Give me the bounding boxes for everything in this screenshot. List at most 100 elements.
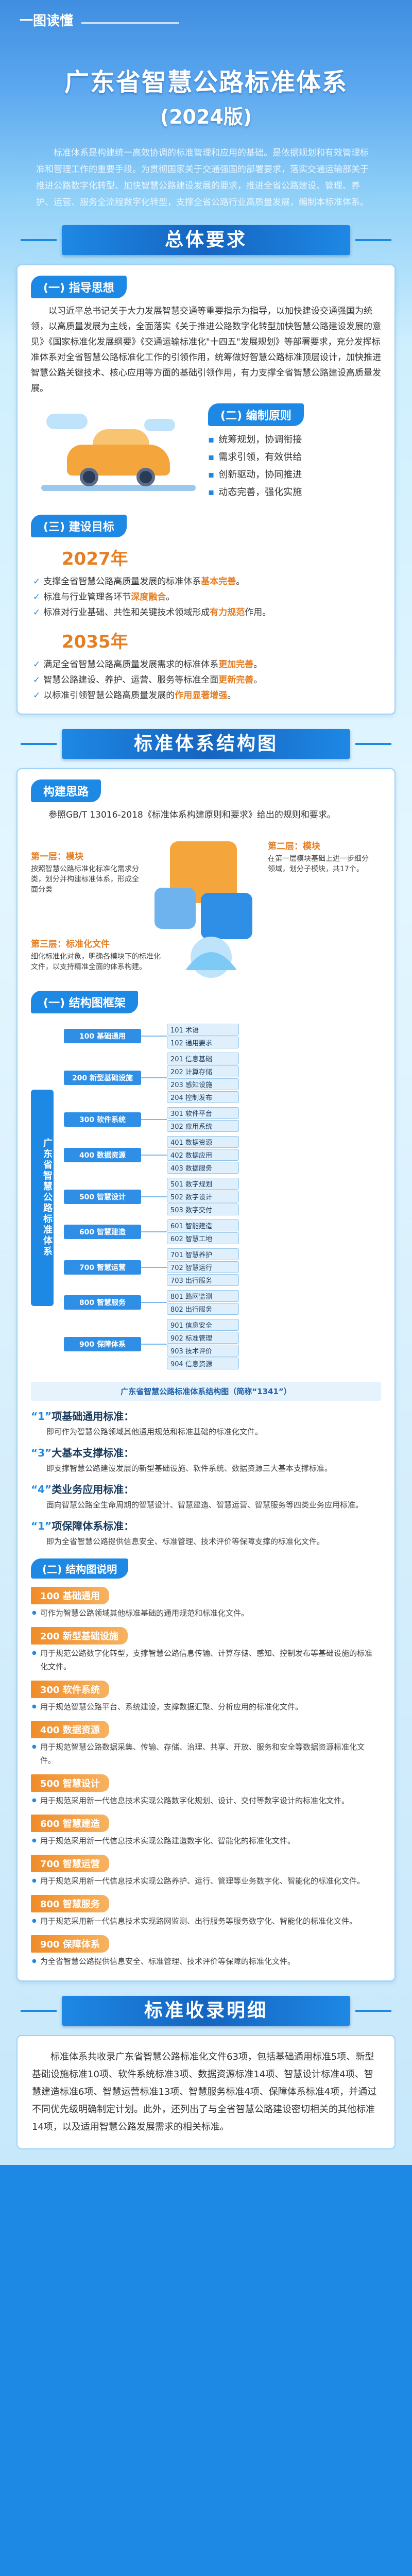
detail-block: 100 基础通用可作为智慧公路领域其他标准基础的通用规范和标准化文件。 [31, 1587, 381, 1622]
goal-year-2027: 2027年 [62, 549, 128, 569]
goal-year-2035: 2035年 [62, 632, 128, 652]
detail-desc: 用于规范智慧公路数据采集、传输、存储、治理、共享、开放、服务和安全等数据资源标准… [31, 1738, 381, 1769]
principle-item: 需求引领，有效供给 [208, 449, 381, 466]
goal-list-2035: 满足全省智慧公路高质量发展需求的标准体系更加完善。 智慧公路建设、养护、运营、服… [31, 657, 381, 703]
tree-leaf: 601 智能建造 [167, 1219, 239, 1231]
wheel-icon [80, 468, 98, 486]
principle-item: 统筹规划，协调衔接 [208, 431, 381, 449]
detail-title: 200 新型基础设施 [31, 1627, 128, 1645]
tree-leaf: 503 数字交付 [167, 1204, 239, 1215]
cloud-icon [144, 419, 175, 431]
tree-leaf: 301 软件平台 [167, 1107, 239, 1119]
detail-title: 600 智慧建造 [31, 1815, 109, 1832]
detail-title: 300 软件系统 [31, 1681, 109, 1698]
detail-title: 100 基础通用 [31, 1587, 109, 1604]
detail-title: 500 智慧设计 [31, 1774, 109, 1792]
tree-leaf: 401 数据资源 [167, 1136, 239, 1148]
tree-leaf: 902 标准管理 [167, 1332, 239, 1344]
framework-text: 参照GB/T 13016-2018《标准体系构建原则和要求》给出的规则和要求。 [48, 810, 336, 820]
tree-leaf: 402 数据应用 [167, 1149, 239, 1161]
tree-category: 300 软件系统 [64, 1112, 141, 1127]
principle-item: 创新驱动，协同推进 [208, 466, 381, 484]
tree-leaf: 203 感知设施 [167, 1078, 239, 1090]
tree-leaf: 901 信息安全 [167, 1319, 239, 1331]
detail-title: 800 智慧服务 [31, 1895, 109, 1912]
tag-label: 一图读懂 [20, 13, 74, 29]
detail-section: (二) 结构图说明 100 基础通用可作为智慧公路领域其他标准基础的通用规范和标… [31, 1558, 381, 1970]
tree-category: 100 基础通用 [64, 1029, 141, 1043]
tree-connector [141, 1036, 167, 1037]
detail-desc: 用于规范采用新一代信息技术实现公路建造数字化、智能化的标准化文件。 [31, 1832, 381, 1850]
explain-item: “3”大基本支撑标准： 即支撑智慧公路建设发展的新型基础设施、软件系统、数据资源… [31, 1447, 333, 1473]
tree-leaf: 802 出行服务 [167, 1303, 239, 1315]
car-illustration [31, 403, 201, 506]
hero: 广东省智慧公路标准体系 (2024版) [0, 31, 412, 129]
detail-title: 400 数据资源 [31, 1721, 109, 1738]
detail-desc: 用于规范智慧公路平台、系统建设，支撑数据汇聚、分析应用的标准化文件。 [31, 1698, 381, 1716]
tree-leaf: 703 出行服务 [167, 1274, 239, 1286]
tree-leaf: 702 智慧运行 [167, 1261, 239, 1273]
tree-category: 200 新型基础设施 [64, 1071, 141, 1085]
framework-heading: 构建思路 [31, 779, 101, 802]
detail-block: 700 智慧运营用于规范采用新一代信息技术实现公路养护、运行、管理等业务数字化、… [31, 1855, 381, 1890]
detail-desc: 用于规范采用新一代信息技术实现公路数字化规划、设计、交付等数字设计的标准化文件。 [31, 1792, 381, 1809]
guide-text: 以习近平总书记关于大力发展智慧交通等重要指示为指导，以加快建设交通强国为统领，以… [31, 306, 381, 394]
intro-text: 标准体系是构建统一高效协调的标准管理和应用的基础。是依据规划和有效管理标准和管理… [36, 148, 369, 208]
layer3-note: 第三层：标准化文件 细化标准化对象，明确各模块下的标准化文件，以支持精准全面的体… [31, 939, 161, 971]
detail-desc: 可作为智慧公路领域其他标准基础的通用规范和标准化文件。 [31, 1604, 381, 1622]
principles-row: (二) 编制原则 统筹规划，协调衔接 需求引领，有效供给 创新驱动，协同推进 动… [31, 403, 381, 506]
detail-desc: 为全省智慧公路提供信息安全、标准管理、技术评价等保障的标准化文件。 [31, 1953, 381, 1970]
layer2-note: 第二层：模块 在第一层模块基础上进一步细分领域，划分子模块，共17个。 [268, 841, 369, 873]
tree-leaf: 201 信息基础 [167, 1053, 239, 1064]
goal-list-2027: 支撑全省智慧公路高质量发展的标准体系基本完善。 标准与行业管理各环节深度融合。 … [31, 574, 381, 620]
tree-leaf: 204 控制发布 [167, 1091, 239, 1103]
detail-heading: (二) 结构图说明 [31, 1558, 129, 1579]
tree-leaf: 904 信息资源 [167, 1358, 239, 1369]
goal-item: 支撑全省智慧公路高质量发展的标准体系基本完善。 [33, 574, 381, 589]
tree-connector [141, 1231, 167, 1232]
detail-block: 400 数据资源用于规范智慧公路数据采集、传输、存储、治理、共享、开放、服务和安… [31, 1721, 381, 1769]
detail-desc: 用于规范采用新一代信息技术实现路网监测、出行服务等服务数字化、智能化的标准化文件… [31, 1912, 381, 1930]
summary-text: 标准体系共收录广东省智慧公路标准化文件63项，包括基础通用标准5项、新型基础设施… [16, 2035, 396, 2149]
tree-leaf: 202 计算存储 [167, 1065, 239, 1077]
tree-leaf: 502 数字设计 [167, 1191, 239, 1202]
tree-connector [141, 1119, 167, 1120]
principle-item: 动态完善，强化实施 [208, 484, 381, 501]
layer-illustration: 第一层：模块 按照智慧公路标准化标准化需求分类，划分并构建标准体系，形成全面分类… [31, 831, 381, 991]
principles-box: (二) 编制原则 统筹规划，协调衔接 需求引领，有效供给 创新驱动，协同推进 动… [201, 403, 381, 506]
section-title-general: 总体要求 [21, 225, 391, 255]
goal-item: 标准对行业基础、共性和关键技术领域形成有力规范作用。 [33, 605, 381, 620]
tree-connector [141, 1302, 167, 1303]
explain-list: “1”项基础通用标准： 即可作为智慧公路领域其他通用规范和标准基础的标准化文件。… [31, 1408, 381, 1548]
page-subtitle: (2024版) [160, 106, 252, 128]
tree-leaf: 403 数据服务 [167, 1162, 239, 1174]
tree-root: 广东省智慧公路标准体系 [31, 1089, 54, 1306]
road-shape [41, 485, 196, 491]
detail-list: 100 基础通用可作为智慧公路领域其他标准基础的通用规范和标准化文件。 200 新… [31, 1587, 381, 1970]
tree-category: 500 智慧设计 [64, 1189, 141, 1204]
goal-item: 满足全省智慧公路高质量发展需求的标准体系更加完善。 [33, 657, 381, 672]
tree-category: 600 智慧建造 [64, 1225, 141, 1239]
infographic-page: 一图读懂 广东省智慧公路标准体系 (2024版) 标准体系是构建统一高效协调的标… [0, 0, 412, 2165]
header-tag: 一图读懂 [0, 0, 412, 31]
tree-caption: 广东省智慧公路标准体系结构图（简称“1341”） [31, 1382, 381, 1401]
tree-leaf: 903 技术评价 [167, 1345, 239, 1357]
principles-heading: (二) 编制原则 [208, 403, 304, 426]
detail-block: 800 智慧服务用于规范采用新一代信息技术实现路网监测、出行服务等服务数字化、智… [31, 1895, 381, 1930]
tree-leaf: 602 智慧工地 [167, 1232, 239, 1244]
tree-connector [141, 1154, 167, 1156]
layer1-note: 第一层：模块 按照智慧公路标准化标准化需求分类，划分并构建标准体系，形成全面分类 [31, 852, 139, 894]
